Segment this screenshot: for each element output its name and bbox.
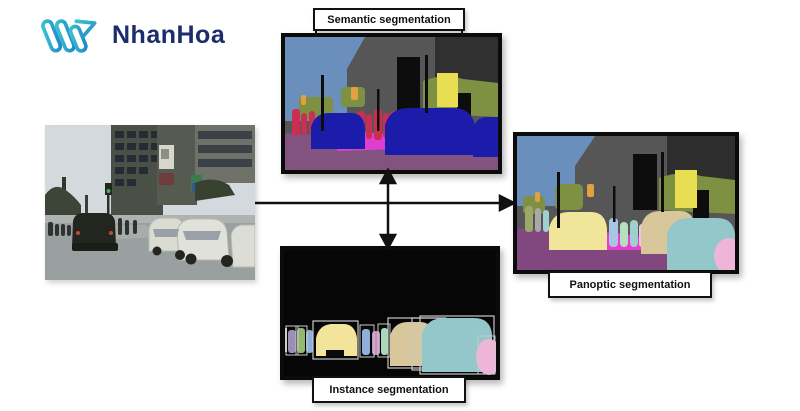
- semantic-segmentation-label: Semantic segmentation: [313, 8, 465, 31]
- panoptic-segmentation-image: [517, 136, 735, 270]
- logo-text: NhanHoa: [112, 20, 226, 49]
- semantic-segmentation-label-text: Semantic segmentation: [327, 13, 451, 26]
- street-scene-photo-image: [45, 125, 255, 280]
- instance-segmentation-label: Instance segmentation: [312, 376, 466, 403]
- semantic-segmentation-image: [285, 37, 498, 170]
- logo: NhanHoa: [36, 12, 225, 58]
- panoptic-segmentation-label-text: Panoptic segmentation: [569, 278, 691, 291]
- original-photo: [45, 125, 255, 280]
- instance-segmentation-label-text: Instance segmentation: [329, 383, 449, 396]
- arrowhead-right-icon: [498, 193, 517, 213]
- semantic-segmentation-panel: [281, 33, 502, 174]
- panoptic-segmentation-label: Panoptic segmentation: [548, 271, 712, 298]
- instance-segmentation-image: [284, 250, 496, 376]
- instance-segmentation-panel: [280, 246, 500, 380]
- panoptic-segmentation-panel: [513, 132, 739, 274]
- nhanhoa-logo-icon: [41, 19, 97, 53]
